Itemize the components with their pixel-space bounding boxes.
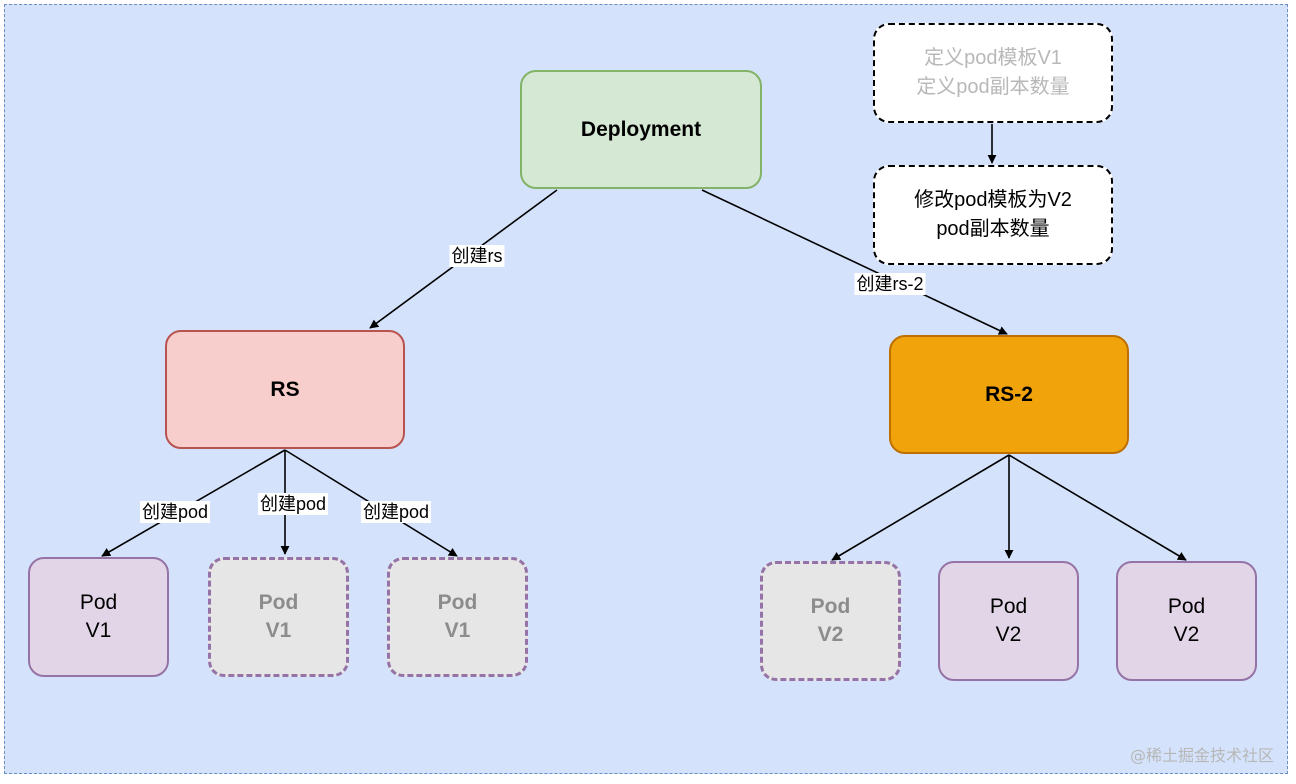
rs-label: RS [270,377,300,401]
note-pod-template-v1[interactable]: 定义pod模板V1 定义pod副本数量 [873,23,1113,123]
pod-v2-1-pending[interactable]: Pod V2 [760,561,901,681]
note-pod-template-v2[interactable]: 修改pod模板为V2 pod副本数量 [873,165,1113,265]
note-old-label: 定义pod模板V1 定义pod副本数量 [916,47,1070,98]
edge-rs2-pod-6 [1008,454,1187,561]
pod-label: Pod V2 [1167,595,1206,646]
pod-v1-3-terminating[interactable]: Pod V1 [387,557,528,677]
note-new-label: 修改pod模板为V2 pod副本数量 [914,189,1072,240]
rs2-node[interactable]: RS-2 [889,335,1129,454]
pod-label: Pod V1 [79,591,118,642]
edge-label-create-pod-2: 创建pod [257,493,329,515]
pod-v1-2-terminating[interactable]: Pod V1 [208,557,349,677]
pod-label: Pod V1 [437,591,478,642]
deployment-node[interactable]: Deployment [520,70,762,189]
edge-rs2-pod-4 [831,454,1010,561]
deployment-label: Deployment [580,117,702,141]
rs2-label: RS-2 [985,382,1033,406]
pod-v2-2[interactable]: Pod V2 [938,561,1079,681]
edge-label-create-pod-1: 创建pod [139,501,211,523]
pod-label: Pod V2 [989,595,1028,646]
rs-node[interactable]: RS [165,330,405,449]
pod-label: Pod V2 [810,595,851,646]
pod-v1-1[interactable]: Pod V1 [28,557,169,677]
edge-deployment-rs2 [701,189,1008,335]
edge-label-create-rs2: 创建rs-2 [854,273,926,295]
watermark-text: @稀土掘金技术社区 [1129,746,1274,765]
pod-v2-3[interactable]: Pod V2 [1116,561,1257,681]
pod-label: Pod V1 [258,591,299,642]
edge-label-create-rs: 创建rs [449,245,505,267]
edge-label-create-pod-3: 创建pod [360,501,432,523]
